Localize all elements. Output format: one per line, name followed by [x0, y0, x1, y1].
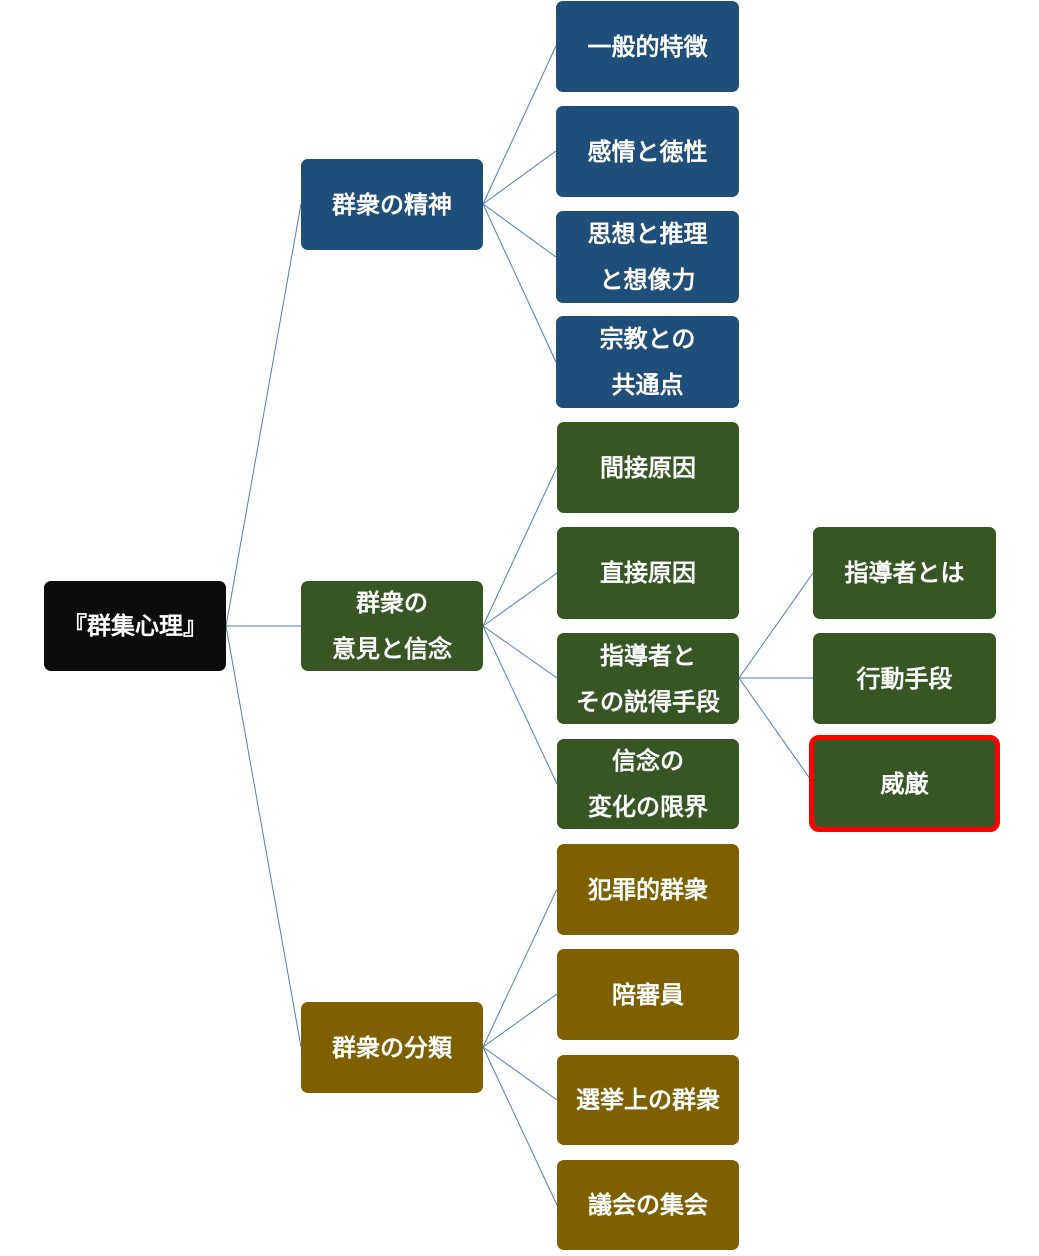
leaf-label-line-1: 指導者と — [600, 641, 696, 670]
leaf-label: 行動手段 — [856, 664, 953, 693]
leaf-label-line-1: 宗教との — [599, 325, 696, 353]
leaf-parliamentary-assembly[interactable]: 議会の集会 — [557, 1160, 739, 1250]
leaf-indirect-cause[interactable]: 間接原因 — [557, 422, 739, 513]
leaf-label: 犯罪的群衆 — [588, 875, 708, 904]
leader-connectors — [738, 572, 814, 784]
leaf-thought-reasoning[interactable]: 思想と推理 と想像力 — [556, 211, 739, 303]
connector-opinion-2 — [482, 572, 558, 627]
leaf-belief-limits[interactable]: 信念の 変化の限界 — [557, 739, 739, 829]
leaf-leaders-persuasion[interactable]: 指導者と その説得手段 — [557, 633, 739, 724]
leaf-means-of-action[interactable]: 行動手段 — [813, 633, 996, 724]
branch-label-line-1: 群衆の — [356, 589, 428, 617]
leaf-label: 陪審員 — [612, 980, 684, 1009]
leaf-label: 議会の集会 — [588, 1191, 708, 1219]
leaf-religion-commonality[interactable]: 宗教との 共通点 — [556, 316, 739, 408]
connector-leader-1 — [738, 572, 814, 679]
leaf-label: 威厳 — [880, 769, 929, 798]
spirit-connectors — [482, 45, 557, 363]
opinion-connectors — [482, 466, 558, 785]
leaf-prestige-highlighted[interactable]: 威厳 — [809, 735, 1000, 832]
leaf-what-is-leader[interactable]: 指導者とは — [813, 527, 996, 619]
leaf-label-line-2: と想像力 — [599, 266, 696, 294]
branch-label: 群衆の精神 — [332, 190, 452, 219]
connector-class-3 — [482, 1046, 558, 1101]
connector-spirit-2 — [482, 150, 557, 205]
root-node[interactable]: 『群集心理』 — [44, 581, 226, 671]
branch-label: 群衆の分類 — [332, 1033, 452, 1062]
leaf-criminal-crowd[interactable]: 犯罪的群衆 — [557, 844, 739, 935]
connector-root-classification — [225, 625, 302, 1048]
leaf-label-line-2: 共通点 — [611, 371, 684, 399]
connector-opinion-3 — [482, 625, 558, 679]
leaf-jury[interactable]: 陪審員 — [557, 949, 739, 1040]
connector-spirit-3 — [482, 203, 557, 258]
connector-opinion-1 — [482, 466, 558, 627]
connector-class-2 — [482, 993, 558, 1048]
leaf-general-characteristics[interactable]: 一般的特徴 — [556, 1, 739, 92]
connector-opinion-4 — [482, 625, 558, 785]
branch-crowd-opinion[interactable]: 群衆の 意見と信念 — [301, 581, 483, 671]
connector-root-spirit — [225, 203, 302, 627]
leaf-emotion-morality[interactable]: 感情と徳性 — [556, 106, 739, 197]
leaf-label-line-2: その説得手段 — [576, 687, 720, 716]
leaf-direct-cause[interactable]: 直接原因 — [557, 527, 739, 619]
leaf-label: 一般的特徴 — [587, 32, 708, 61]
branch-label-line-2: 意見と信念 — [332, 635, 452, 663]
leaf-label: 指導者とは — [844, 559, 965, 587]
leaf-label-line-1: 信念の — [612, 747, 684, 775]
root-connectors — [225, 203, 302, 1048]
leaf-label-line-2: 変化の限界 — [588, 793, 708, 821]
leaf-label: 選挙上の群衆 — [576, 1086, 720, 1114]
branch-crowd-spirit[interactable]: 群衆の精神 — [301, 159, 483, 250]
leaf-electoral-crowd[interactable]: 選挙上の群衆 — [557, 1055, 739, 1145]
leaf-label-line-1: 思想と推理 — [587, 220, 708, 248]
leaf-label: 直接原因 — [600, 559, 696, 587]
connector-class-1 — [482, 888, 558, 1048]
connector-spirit-1 — [482, 45, 557, 205]
connector-class-4 — [482, 1046, 558, 1206]
connector-spirit-4 — [482, 203, 557, 363]
branch-crowd-classification[interactable]: 群衆の分類 — [301, 1002, 483, 1093]
leaf-label: 間接原因 — [600, 453, 696, 482]
leaf-label: 感情と徳性 — [587, 137, 708, 166]
connector-leader-3 — [738, 677, 814, 784]
classification-connectors — [482, 888, 558, 1206]
root-label: 『群集心理』 — [63, 612, 207, 640]
